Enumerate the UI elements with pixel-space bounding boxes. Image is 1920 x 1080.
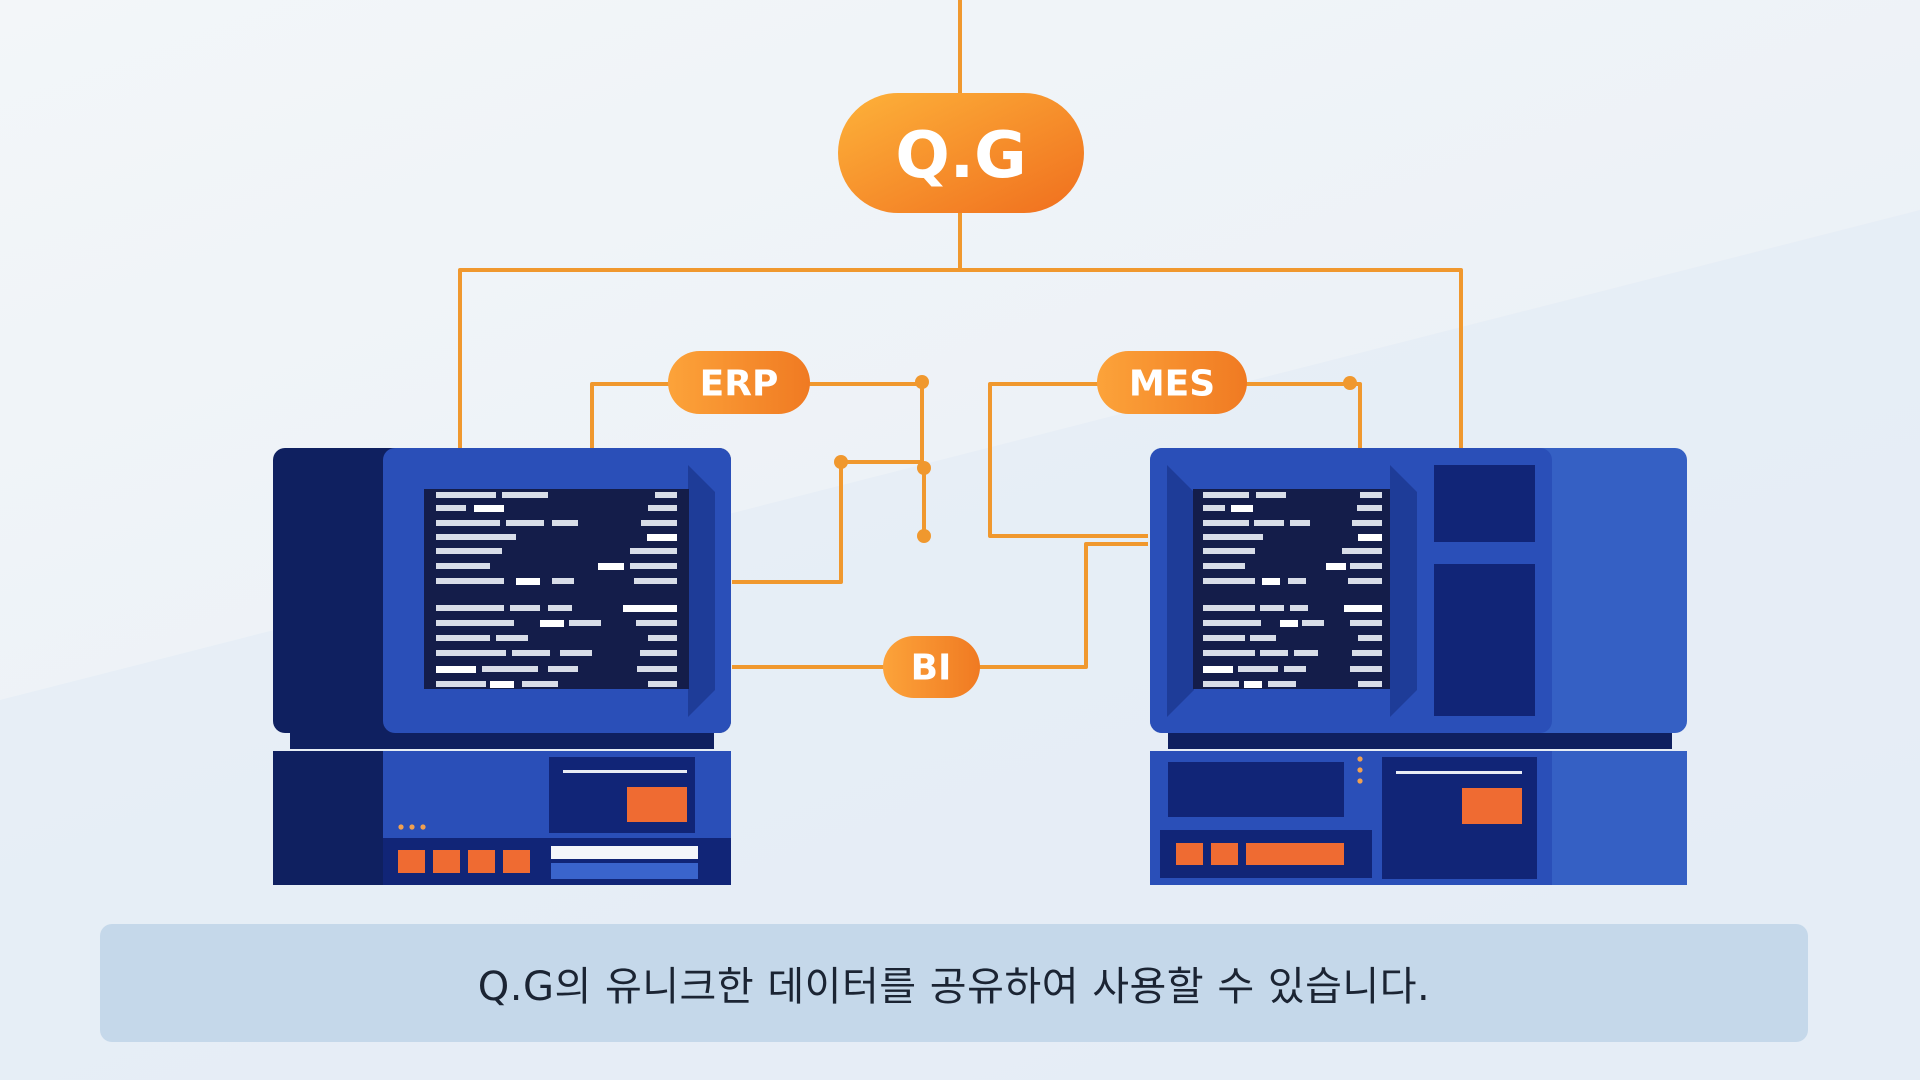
left-orange-block [627,787,687,822]
line-mes [988,382,1362,538]
right-screen [1193,489,1390,689]
right-orange-block [1462,788,1522,824]
right-computer [1150,448,1687,885]
qg-hub-node: Q.G [838,93,1084,213]
erp-label: ERP [700,364,779,405]
caption-text: Q.G의 유니크한 데이터를 공유하여 사용할 수 있습니다. [477,964,1431,1010]
right-indicator-buttons [1176,843,1344,865]
line-mid-link [732,460,924,584]
connector-lines [458,0,1463,669]
qg-hub-label: Q.G [895,119,1026,193]
line-hub-bus [458,212,1463,450]
bi-node: BI [883,636,980,698]
caption-bar: Q.G의 유니크한 데이터를 공유하여 사용할 수 있습니다. [100,924,1808,1042]
left-screen [424,489,689,689]
mes-node: MES [1097,351,1247,414]
right-screen-code [1203,492,1382,688]
connector-dots [834,375,1357,543]
left-indicator-buttons [398,850,530,873]
bi-label: BI [911,648,952,689]
line-bi [732,542,1148,669]
mes-label: MES [1129,364,1215,405]
erp-node: ERP [668,351,810,414]
left-computer [273,448,731,885]
left-screen-code [436,492,677,688]
